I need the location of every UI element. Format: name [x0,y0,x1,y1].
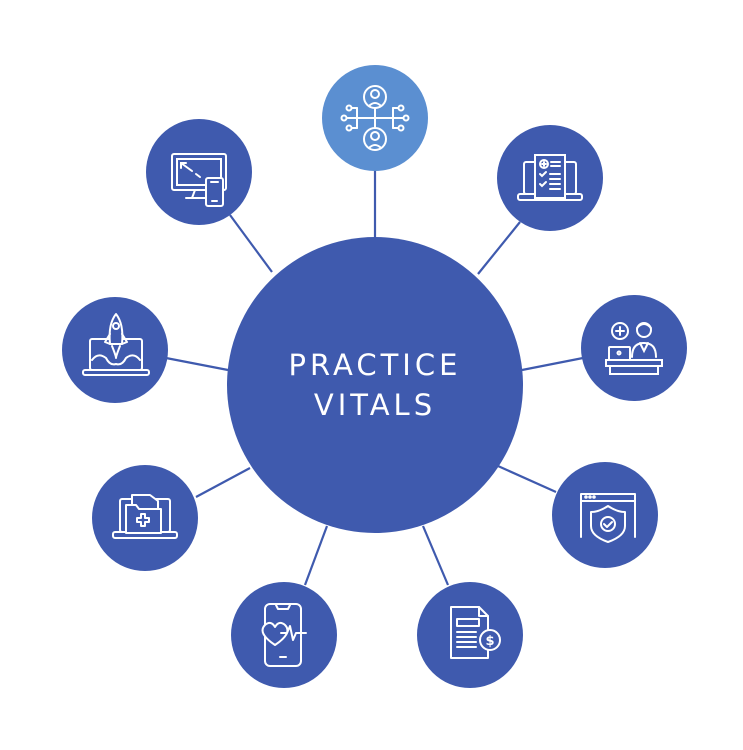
connector-lower-left [195,467,251,498]
node-left[interactable] [62,297,168,403]
connector-top-left [229,214,273,273]
svg-text:$: $ [485,634,494,649]
doctor-reception-desk-icon [605,322,663,375]
node-bottom-left[interactable] [231,582,337,688]
node-top-left[interactable] [146,119,252,225]
node-top-left-circle[interactable] [146,119,252,225]
connector-bottom-right [421,525,450,586]
connector-lines [165,170,584,586]
connector-top-right [477,221,521,275]
connector-left [165,356,229,372]
laptop-rocket-launch-icon [82,313,150,376]
laptop-medical-folder-icon [112,494,178,539]
node-bottom-right[interactable]: $ [417,582,523,688]
node-lower-right[interactable] [552,462,658,568]
node-right[interactable] [581,295,687,401]
browser-security-shield-icon [580,493,636,543]
people-network-icon [340,85,410,151]
responsive-devices-icon [171,153,227,207]
node-bottom-right-circle[interactable] [417,582,523,688]
invoice-dollar-icon: $ [450,606,501,659]
node-top-right[interactable] [497,125,603,231]
node-left-circle[interactable] [62,297,168,403]
connector-bottom-left [303,525,329,586]
phone-heartbeat-icon [261,603,307,667]
connector-lower-right [497,464,557,494]
laptop-medical-checklist-icon [517,154,583,201]
node-lower-left[interactable] [92,465,198,571]
node-top[interactable] [322,65,428,171]
connector-right [521,356,584,372]
center-hub [227,237,523,533]
